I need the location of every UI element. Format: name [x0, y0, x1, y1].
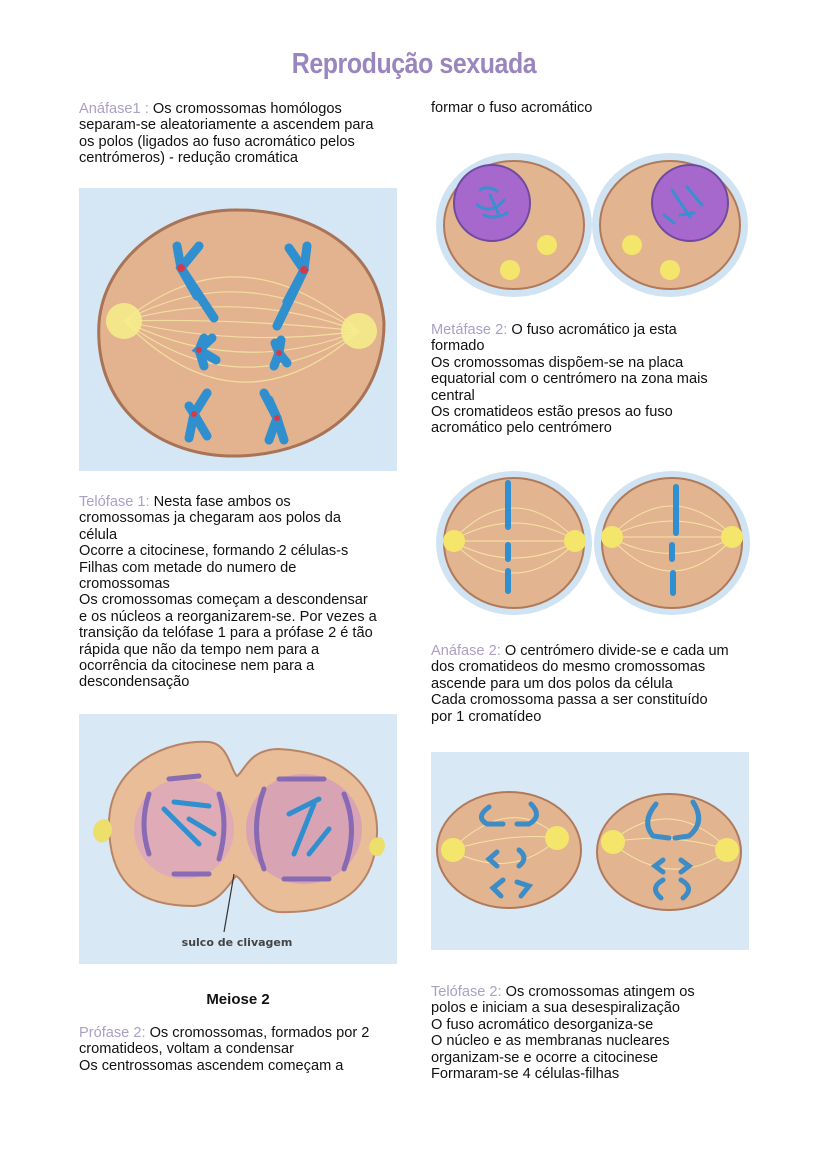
text-line: ocorrência da citocinese nem para a [79, 658, 315, 675]
text-line: formado [431, 338, 485, 355]
text-line: cromossomas ja chegaram aos polos da [79, 510, 342, 527]
centrosome-icon [93, 819, 112, 843]
metafase2-illustration [432, 465, 750, 620]
text-line: Os cromatideos estão presos ao fuso [431, 404, 673, 421]
centrosome-icon [500, 260, 520, 280]
text-line: O fuso acromático ja esta [511, 322, 677, 338]
text-line: organizam-se e ocorre a citocinese [431, 1049, 659, 1066]
text-line: separam-se aleatoriamente a ascendem par… [79, 117, 374, 134]
text-line: Filhas com metade do numero de [79, 559, 297, 576]
centrosome-icon [441, 838, 465, 862]
text-line: formar o fuso acromático [431, 100, 593, 116]
centrosome-icon [369, 837, 385, 857]
anafase2-text: Anáfase 2: O centrómero divide-se e cada… [431, 643, 761, 725]
anafase1-illustration [79, 188, 397, 471]
text-line: e os núcleos a reorganizarem-se. Por vez… [79, 608, 377, 625]
centrosome-icon [601, 830, 625, 854]
telofase1-figure: sulco de clivagem [79, 714, 397, 964]
profase2-illustration [432, 145, 750, 305]
text-line: transição da telófase 1 para a prófase 2… [79, 625, 373, 642]
text-line: Os cromossomas homólogos [152, 101, 342, 117]
profase2-continued: formar o fuso acromático [431, 100, 761, 116]
metafase2-text: Metáfase 2: O fuso acromático ja esta fo… [431, 322, 761, 437]
telofase1-illustration: sulco de clivagem [79, 714, 397, 964]
text-line: centrómeros) - redução cromática [79, 150, 298, 167]
centrosome-icon [660, 260, 680, 280]
centrosome-icon [721, 526, 743, 548]
caption-pointer [223, 873, 235, 933]
text-line: descondensação [79, 674, 190, 691]
text-line: cromossomas [79, 576, 170, 593]
anafase1-text: Anáfase1 : Os cromossomas homólogos sepa… [79, 101, 409, 167]
centrosome-icon [443, 530, 465, 552]
centrosome-icon [106, 303, 142, 339]
text-line: cromatideos, voltam a condensar [79, 1041, 294, 1058]
text-line: Nesta fase ambos os [153, 494, 291, 510]
profase2-figure [432, 145, 750, 305]
telofase2-label: Telófase 2: [431, 984, 506, 1000]
anafase2-label: Anáfase 2: [431, 643, 505, 659]
centrosome-icon [564, 530, 586, 552]
profase2-text: Prófase 2: Os cromossomas, formados por … [79, 1025, 409, 1074]
text-line: Os cromossomas, formados por 2 [149, 1025, 370, 1041]
centrosome-icon [545, 826, 569, 850]
metafase2-figure [432, 465, 750, 620]
text-line: rápida que não da tempo nem para a [79, 641, 320, 658]
text-line: Os cromossomas começam a descondensar [79, 592, 368, 609]
telofase2-text: Telófase 2: Os cromossomas atingem os po… [431, 984, 761, 1082]
centrosome-icon [601, 526, 623, 548]
meiose2-heading: Meiose 2 [206, 991, 270, 1008]
anafase1-figure [79, 188, 397, 471]
text-line: central [431, 387, 475, 404]
text-line: acromático pelo centrómero [431, 420, 612, 437]
anafase1-label: Anáfase1 : [79, 101, 153, 117]
text-line: os polos (ligados ao fuso acromático pel… [79, 133, 355, 150]
page-title: Reprodução sexuada [291, 48, 537, 80]
text-line: equatorial com o centrómero na zona mais [431, 371, 708, 388]
text-line: Cada cromossoma passa a ser constituído [431, 692, 708, 709]
nucleus-icon [651, 164, 729, 242]
sulco-caption: sulco de clivagem [182, 936, 293, 949]
telofase1-label: Telófase 1: [79, 494, 154, 510]
centrosome-icon [341, 313, 377, 349]
text-line: polos e iniciam a sua desespiralização [431, 1000, 681, 1017]
text-line: por 1 cromatídeo [431, 708, 542, 725]
centrosome-icon [715, 838, 739, 862]
text-line: Os cromossomas atingem os [505, 984, 695, 1000]
profase2-label: Prófase 2: [79, 1025, 150, 1041]
text-line: Ocorre a citocinese, formando 2 células-… [79, 543, 349, 560]
anafase2-figure [431, 752, 749, 950]
telofase1-text: Telófase 1: Nesta fase ambos os cromosso… [79, 494, 409, 691]
text-line: O fuso acromático desorganiza-se [431, 1016, 654, 1033]
text-line: ascende para um dos polos da célula [431, 675, 673, 692]
text-line: dos cromatideos do mesmo cromossomas [431, 659, 706, 676]
text-line: Formaram-se 4 células-filhas [431, 1066, 620, 1083]
text-line: O núcleo e as membranas nucleares [431, 1033, 670, 1050]
text-line: célula [79, 526, 118, 543]
text-line: O centrómero divide-se e cada um [504, 643, 729, 659]
centrosome-icon [537, 235, 557, 255]
text-line: Os cromossomas dispõem-se na placa [431, 354, 684, 371]
text-line: Os centrossomas ascendem começam a [79, 1057, 344, 1074]
metafase2-label: Metáfase 2: [431, 322, 512, 338]
centrosome-icon [622, 235, 642, 255]
anafase2-illustration [431, 752, 749, 950]
